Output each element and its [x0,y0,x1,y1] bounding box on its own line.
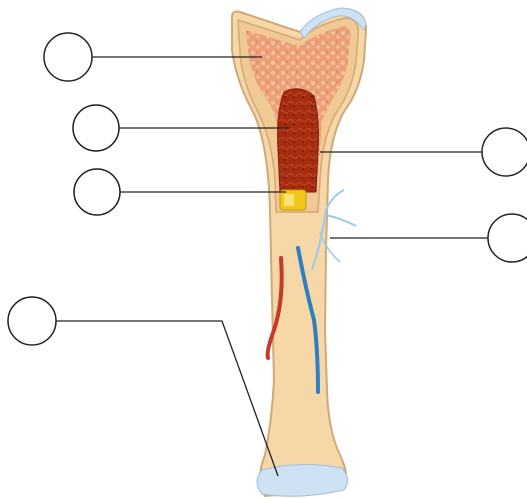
label-circle-2[interactable] [73,105,119,151]
label-circle-5[interactable] [488,214,527,262]
red-marrow [278,89,319,192]
articular-cartilage-bottom [257,464,348,496]
leader-line-6 [56,321,278,476]
yellow-marrow-highlight [284,194,294,206]
vessel-branch-2 [326,215,356,226]
label-circle-6[interactable] [8,297,56,345]
label-circle-4[interactable] [482,128,527,176]
label-circle-3[interactable] [74,169,120,215]
label-circle-1[interactable] [44,33,92,81]
